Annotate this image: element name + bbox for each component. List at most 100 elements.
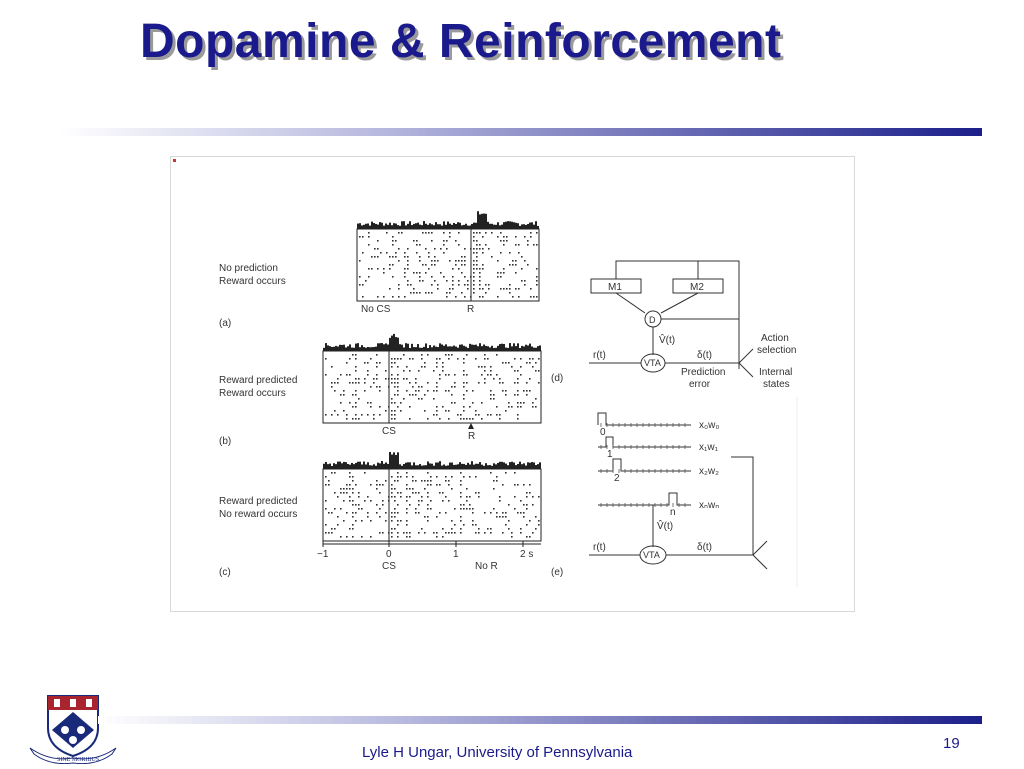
raster-spike [479, 232, 481, 234]
raster-spike [358, 508, 360, 510]
raster-spike [523, 402, 525, 404]
raster-spike [412, 476, 414, 478]
histogram-bar [397, 452, 399, 469]
histogram-bar [429, 345, 431, 351]
histogram-bar [377, 343, 379, 351]
raster-spike [460, 496, 462, 498]
raster-spike [325, 508, 327, 510]
raster-spike [431, 264, 433, 266]
raster-spike [379, 508, 381, 510]
raster-spike [466, 374, 468, 376]
panel-d-as-1: Action [761, 333, 789, 344]
raster-spike [362, 236, 364, 238]
raster-spike [406, 484, 408, 486]
raster-spike [499, 414, 501, 416]
raster-spike [497, 260, 499, 262]
histogram-bar [517, 223, 519, 229]
raster-spike [460, 418, 462, 420]
raster-spike [397, 492, 399, 494]
raster-spike [463, 410, 465, 412]
raster-spike [436, 532, 438, 534]
histogram-bar [447, 465, 449, 469]
raster-spike [379, 492, 381, 494]
raster-spike [529, 390, 531, 392]
histogram-bar [465, 223, 467, 229]
raster-spike [454, 524, 456, 526]
raster-spike [520, 374, 522, 376]
raster-spike [385, 480, 387, 482]
raster-spike [502, 484, 504, 486]
raster-spike [361, 536, 363, 538]
raster-spike [394, 362, 396, 364]
raster-spike [481, 366, 483, 368]
raster-spike [466, 500, 468, 502]
raster-spike [436, 358, 438, 360]
raster-spike [439, 358, 441, 360]
raster-spike [394, 378, 396, 380]
panel-a: No prediction Reward occurs (a) No CS R [219, 211, 540, 329]
histogram-bar [367, 223, 369, 229]
raster-spike [334, 508, 336, 510]
raster-spike [418, 386, 420, 388]
raster-spike [403, 532, 405, 534]
histogram-bar [419, 347, 421, 351]
raster-spike [479, 244, 481, 246]
raster-spike [407, 256, 409, 258]
raster-spike [523, 504, 525, 506]
histogram-bar [447, 346, 449, 351]
histogram-bar [523, 463, 525, 469]
raster-spike [448, 358, 450, 360]
raster-spike [439, 484, 441, 486]
raster-spike [461, 272, 463, 274]
panel-b-desc-2: Reward occurs [219, 388, 286, 399]
raster-spike [469, 504, 471, 506]
histogram-bar [465, 346, 467, 351]
raster-spike [409, 418, 411, 420]
raster-spike [415, 508, 417, 510]
raster-spike [532, 496, 534, 498]
histogram-bar [443, 221, 445, 229]
raster-spike [352, 512, 354, 514]
raster-spike [370, 402, 372, 404]
raster-spike [473, 288, 475, 290]
histogram-bar [413, 347, 415, 351]
raster-spike [445, 374, 447, 376]
raster-spike [475, 532, 477, 534]
raster-spike [419, 276, 421, 278]
raster-spike [421, 358, 423, 360]
slide-footer: Lyle H Ungar, University of Pennsylvania [362, 744, 633, 761]
panel-c-tick-label-0: 0 [386, 549, 392, 560]
raster-spike [413, 292, 415, 294]
histogram-bar [409, 347, 411, 351]
raster-spike [412, 480, 414, 482]
raster-spike [364, 362, 366, 364]
histogram-bar [431, 347, 433, 351]
raster-spike [517, 484, 519, 486]
raster-spike [331, 528, 333, 530]
raster-spike [368, 244, 370, 246]
raster-spike [397, 386, 399, 388]
raster-spike [391, 536, 393, 538]
histogram-bar [403, 464, 405, 469]
histogram-bar [533, 347, 535, 351]
panel-e-labels: x₀w₀ x₁w₁ x₂w₂ xₙwₙ 0 1 2 n V̂(t) VTA r(… [551, 420, 720, 578]
histogram-bar [405, 225, 407, 229]
histogram-bar [529, 343, 531, 351]
raster-spike [359, 260, 361, 262]
raster-spike [337, 524, 339, 526]
raster-spike [527, 244, 529, 246]
panel-d-to-action [738, 348, 754, 364]
raster-spike [436, 382, 438, 384]
histogram-bar [429, 463, 431, 469]
raster-spike [460, 520, 462, 522]
raster-spike [452, 288, 454, 290]
raster-spike [445, 410, 447, 412]
raster-spike [508, 520, 510, 522]
raster-spike [397, 374, 399, 376]
raster-spike [430, 480, 432, 482]
raster-spike [398, 284, 400, 286]
raster-spike [391, 520, 393, 522]
histogram-bar [437, 347, 439, 351]
raster-spike [409, 488, 411, 490]
raster-spike [497, 272, 499, 274]
